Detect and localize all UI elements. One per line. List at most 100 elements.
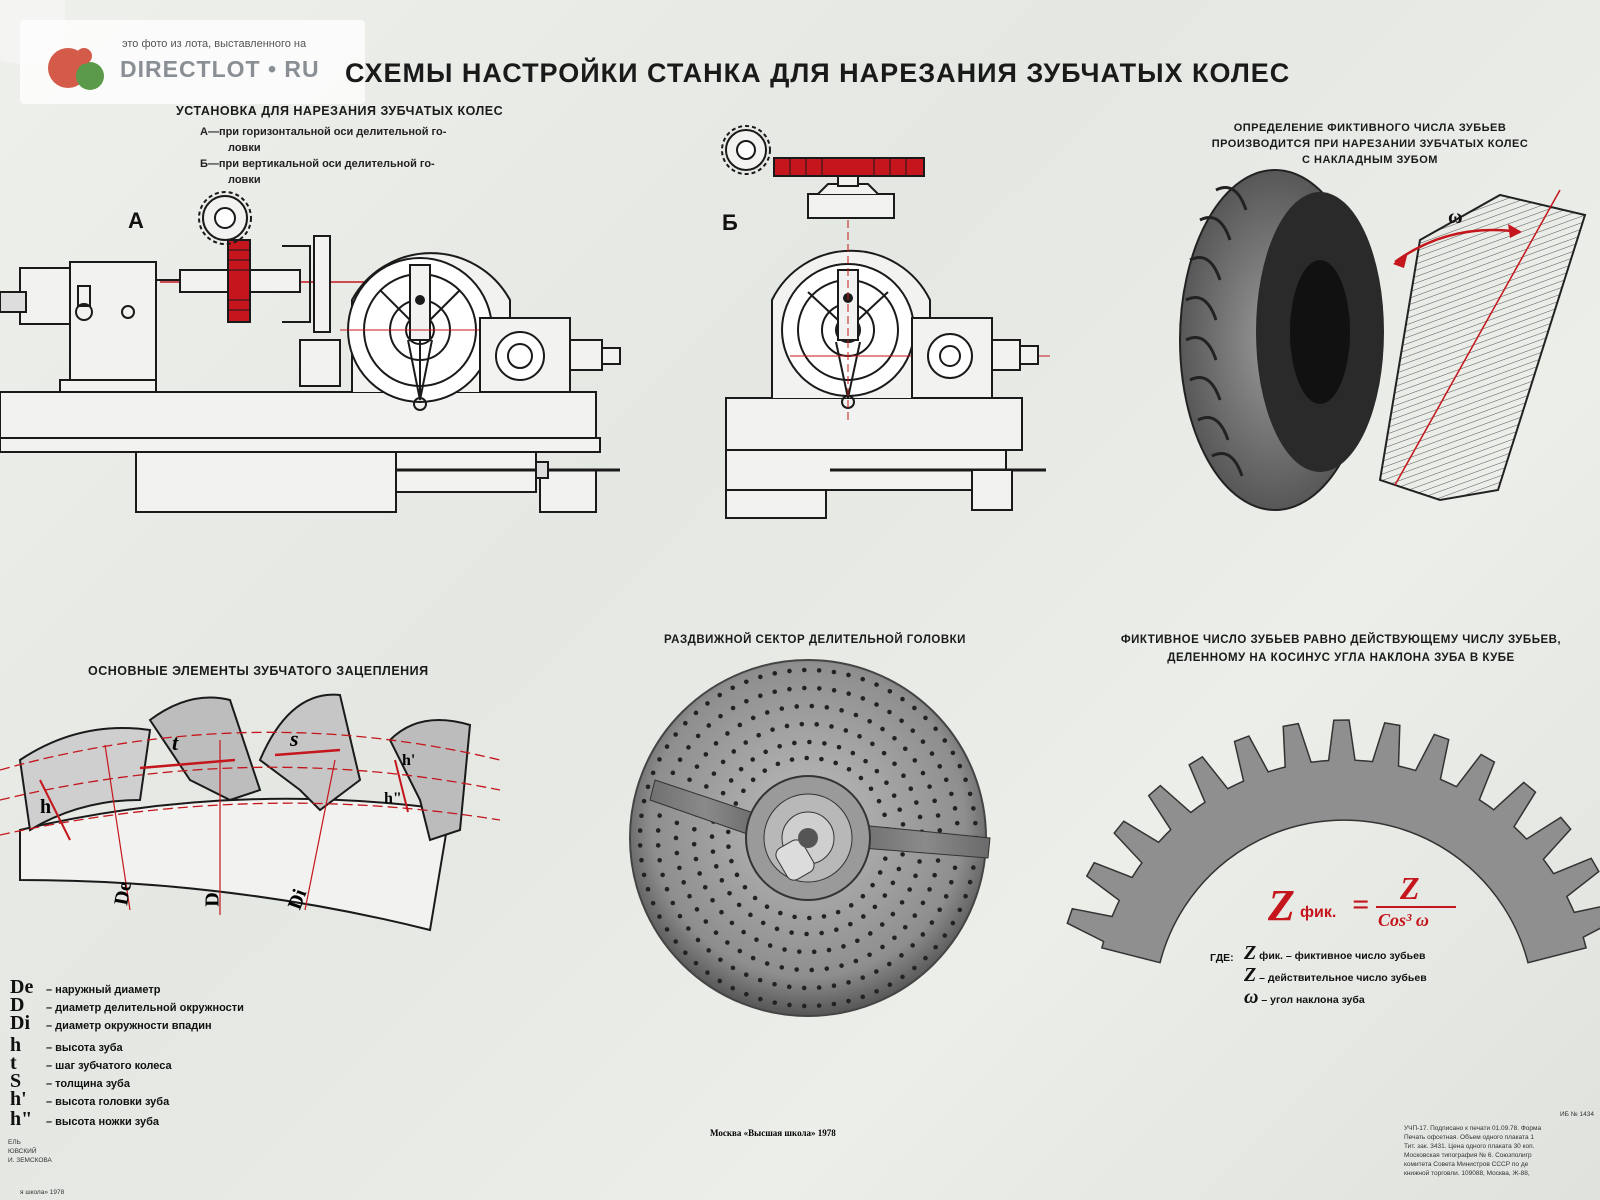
plate-hole <box>957 763 963 769</box>
plate-hole <box>764 961 770 966</box>
plate-hole <box>767 943 773 948</box>
plate-hole <box>720 759 726 765</box>
plate-hole <box>697 871 702 876</box>
plate-hole <box>801 985 807 991</box>
setup-heading: УСТАНОВКА ДЛЯ НАРЕЗАНИЯ ЗУБЧАТЫХ КОЛЕС <box>176 104 504 118</box>
plate-hole <box>804 755 809 761</box>
plate-hole <box>742 884 748 890</box>
plate-hole <box>807 739 812 745</box>
plate-hole <box>821 914 827 919</box>
plate-hole <box>949 879 954 885</box>
plate-hole <box>731 749 737 754</box>
plate-hole <box>937 764 943 769</box>
plate-hole <box>890 880 896 886</box>
plate-hole <box>804 931 809 937</box>
where-label: ГДЕ: <box>1210 952 1234 964</box>
plate-hole <box>854 938 860 944</box>
plate-hole <box>846 998 851 1004</box>
plate-hole <box>843 728 849 733</box>
plate-hole <box>709 834 715 839</box>
imprint-block: УЧП-17. Подписано к печати 01.09.78. Фор… <box>1404 1124 1541 1178</box>
plate-hole <box>814 722 820 727</box>
plate-hole <box>794 967 799 972</box>
plate-hole <box>967 791 973 797</box>
plate-hole <box>952 806 958 811</box>
formula-lhs-sub: фик. <box>1300 904 1337 921</box>
helical-gear-drawing <box>1179 169 1587 511</box>
dividing-plate-drawing <box>629 659 991 1017</box>
plate-hole <box>950 920 956 926</box>
plate-hole <box>899 900 905 905</box>
imprint-line: Тит. зак. 3431. Цена одного плаката 30 к… <box>1404 1143 1535 1150</box>
plate-hole <box>717 978 723 984</box>
plate-hole <box>874 969 879 974</box>
plate-hole <box>824 705 830 710</box>
plate-hole <box>902 924 908 930</box>
legend-item-s: S– толщина зуба <box>10 1070 130 1093</box>
legend-symbol: h <box>10 1034 22 1056</box>
plate-hole <box>754 937 759 942</box>
plate-hole <box>882 856 888 861</box>
plate-hole <box>737 948 743 954</box>
plate-hole <box>879 922 885 927</box>
machine-b-drawing <box>721 125 1050 519</box>
legend-symbol: h" <box>10 1108 33 1130</box>
plate-hole <box>743 991 749 997</box>
plate-hole <box>932 798 937 804</box>
fictive-heading-1: ОПРЕДЕЛЕНИЕ ФИКТИВНОГО ЧИСЛА ЗУБЬЕВ <box>1233 122 1507 134</box>
plate-hole <box>850 750 856 756</box>
left-imprint-fragment: ЕЛЬ ЮВСКИЙ И. ЗЕМСКОВА <box>8 1138 52 1165</box>
plate-hole <box>650 770 656 776</box>
plate-hole <box>910 943 915 948</box>
plate-hole <box>874 768 880 774</box>
plate-hole <box>756 732 762 738</box>
publisher-line: Москва «Высшая школа» 1978 <box>710 1128 836 1138</box>
plate-hole <box>868 786 874 792</box>
plate-hole <box>971 806 976 811</box>
plate-hole <box>694 907 700 912</box>
plate-hole <box>645 784 651 790</box>
def-subscript: фик. <box>1259 950 1283 962</box>
def-z-actual: Z – действительное число зубьев <box>1244 964 1427 987</box>
legend-item-di: Di– диаметр окружности впадин <box>10 1012 212 1035</box>
plate-hole <box>833 760 838 766</box>
plate-hole <box>831 669 837 675</box>
imprint-line: Печать офсетная. Объем одного плаката 1 <box>1404 1134 1534 1141</box>
plate-hole <box>730 965 736 971</box>
plate-hole <box>892 935 897 941</box>
legend-text: – наружный диаметр <box>46 984 161 996</box>
plate-hole <box>796 949 802 954</box>
plate-hole <box>836 744 842 750</box>
plate-hole <box>910 728 916 733</box>
plate-hole <box>870 741 875 747</box>
plate-hole <box>860 696 866 701</box>
plate-hole <box>792 914 797 920</box>
plate-hole <box>704 784 709 789</box>
def-text: – действительное число зубьев <box>1259 972 1427 984</box>
plate-hole <box>705 970 710 975</box>
formula-equals: = <box>1352 888 1370 921</box>
plate-hole <box>900 822 906 827</box>
plate-hole <box>807 915 812 921</box>
plate-hole <box>932 872 937 878</box>
plate-hole <box>880 726 885 732</box>
plate-hole <box>874 702 879 707</box>
plate-hole <box>784 723 790 729</box>
plate-hole <box>725 829 731 835</box>
formula-fraction-bar <box>1376 906 1456 908</box>
plate-hole <box>687 777 692 783</box>
plate-hole <box>706 948 711 953</box>
plate-hole <box>683 720 688 726</box>
plate-hole <box>874 682 879 687</box>
plate-hole <box>728 778 734 783</box>
legend-text: – высота ножки зуба <box>46 1116 160 1128</box>
plate-hole <box>706 723 712 728</box>
plate-hole <box>772 689 777 695</box>
plate-hole <box>942 738 948 743</box>
plate-hole <box>789 930 794 935</box>
plate-hole <box>677 865 682 871</box>
plate-hole <box>816 1003 822 1008</box>
plate-hole <box>737 722 743 728</box>
plate-hole <box>710 849 716 854</box>
